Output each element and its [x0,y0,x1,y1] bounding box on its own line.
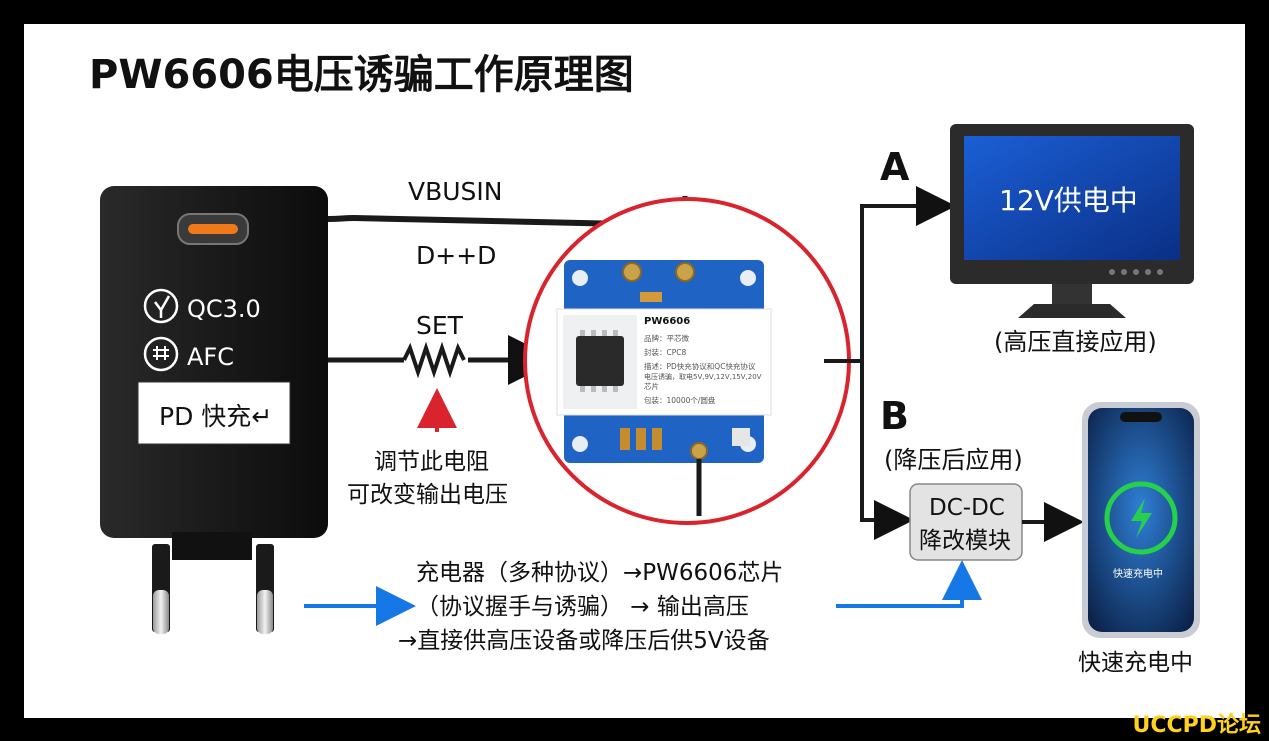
chip-desc-line1: 描述：PD快充协议和QC快充协议 [644,361,756,371]
branch-a-line [824,186,956,363]
data-label: D++D [416,241,496,270]
phone-status: 快速充电中 [1113,567,1163,580]
phone-caption: 快速充电中 [1078,650,1193,676]
monitor: 12V供电中 [950,124,1194,318]
chip-product-card: PW6606 品牌：平芯微 封装：CPC8 描述：PD快充协议和QC快充协议 电… [556,308,772,416]
charger-neck [172,532,252,560]
monitor-screen-text: 12V供电中 [999,184,1138,217]
branch-a-caption: (高压直接应用) [994,328,1157,356]
branch-b-line [860,361,914,540]
mount-hole [572,270,588,286]
protocol-afc: AFC [187,343,234,371]
monitor-stand [1018,304,1126,318]
branch-b-caption: (降压后应用) [884,446,1023,474]
chip-ic [576,336,624,386]
set-label: SET [416,311,464,340]
qc-logo-icon [143,288,179,324]
dc-dc-line2: 降改模块 [919,528,1011,554]
flow-line2: （协议握手与诱骗） → 输出高压 [416,594,749,620]
forum-watermark: UCCPD论坛 [1132,713,1261,738]
pw6606-board [564,260,764,516]
mount-hole [740,270,756,286]
solder-pad [675,262,695,282]
smd-component [620,428,630,450]
smd-component [640,292,662,302]
board-top [564,260,764,322]
branch-a-letter: A [880,145,910,189]
vbus-label: VBUSIN [408,177,503,206]
page-title: PW6606电压诱骗工作原理图 [89,52,634,98]
monitor-screen [964,136,1180,260]
plug-pin-left [153,590,169,634]
charger: QC3.0 AFC PD 快充↵ [100,186,328,634]
chip-pack: 包装：10000个/圆盘 [644,395,716,405]
plug-pin-right [257,590,273,634]
resistor-note-line2: 可改变输出电压 [347,482,508,508]
usb-c-tongue [188,224,238,234]
afc-logo-icon [143,336,179,372]
chip-package: 封装：CPC8 [644,347,686,357]
mount-hole [572,436,588,452]
chip-desc-line2: 电压诱骗，取电5V,9V,12V,15V,20V [644,372,762,381]
pd-label: PD 快充↵ [159,402,272,431]
solder-pad [622,262,642,282]
solder-pad [690,442,708,460]
chip-desc-line3: 芯片 [644,381,659,391]
smd-component [732,428,750,446]
resistor-symbol [402,341,466,379]
flow-line1: 充电器（多种协议）→PW6606芯片 [416,560,783,586]
dc-dc-line1: DC-DC [929,495,1005,521]
flow-line3: →直接供高压设备或降压后供5V设备 [398,628,770,654]
flow-arrow-right [836,560,982,608]
charging-ring [1104,481,1178,555]
chip-name: PW6606 [644,316,690,327]
protocol-qc: QC3.0 [187,295,261,323]
charger-body [100,186,328,538]
monitor-neck [1052,284,1092,304]
resistor-note-line1: 调节此电阻 [374,449,489,475]
lightning-icon [1131,498,1152,538]
pd-label-card [137,381,291,445]
board-bottom [564,409,764,463]
branch-b-letter: B [880,394,909,438]
smd-component [636,428,646,450]
phone: 快速充电中 [1082,402,1200,638]
chip-brand: 品牌：平芯微 [644,333,689,343]
smd-component [652,428,662,450]
phone-notch [1120,412,1162,422]
diagram-canvas: PW6606电压诱骗工作原理图 QC3.0 AFC PD 快充↵ VBUSIN … [24,24,1245,718]
